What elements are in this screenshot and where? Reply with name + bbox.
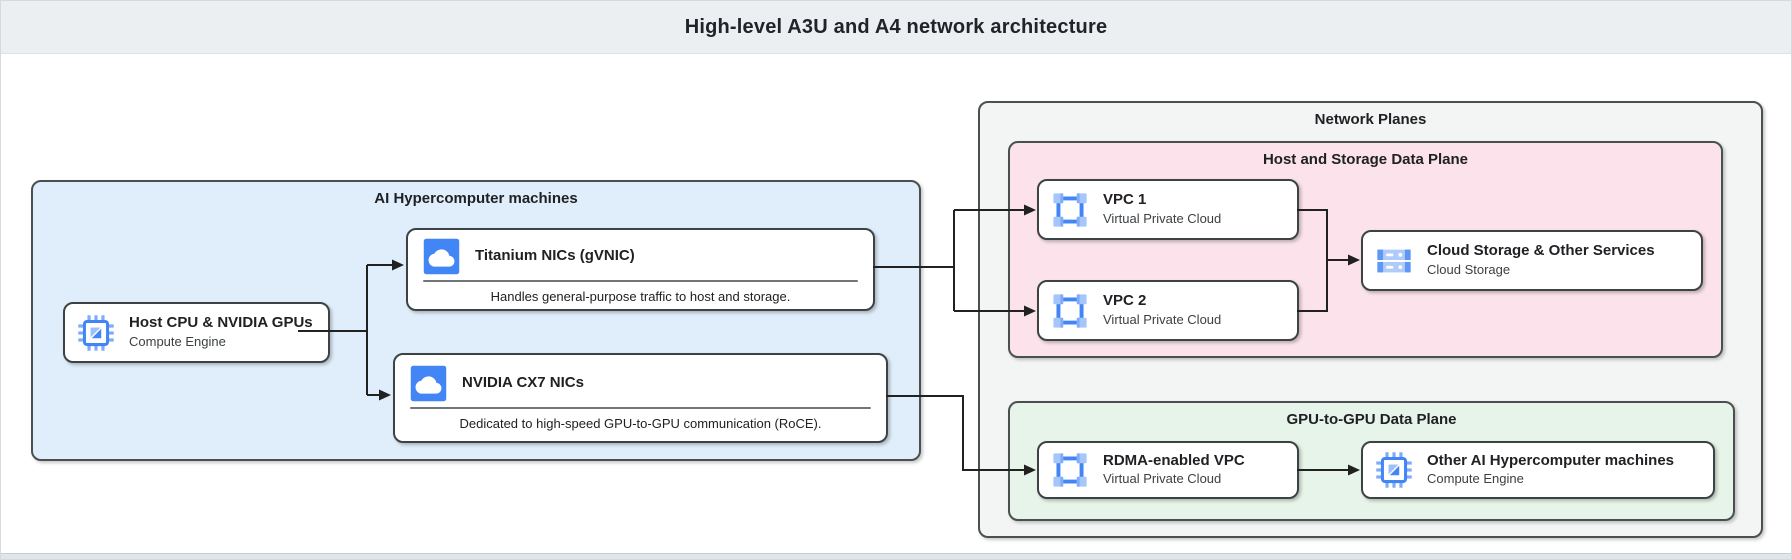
node-text: Other AI Hypercomputer machines Compute …	[1427, 452, 1674, 489]
container-host-storage-label: Host and Storage Data Plane	[1262, 151, 1469, 168]
vpc-icon	[1053, 192, 1087, 227]
node-title: VPC 1	[1103, 191, 1147, 209]
node-subtitle: Cloud Storage	[1427, 261, 1511, 277]
node-title: RDMA-enabled VPC	[1103, 451, 1245, 469]
compute-engine-icon	[1376, 452, 1412, 488]
footer-band	[1, 553, 1791, 559]
node-subtitle: Compute Engine	[1427, 471, 1524, 487]
container-host-storage-data-plane: Host and Storage Data Plane	[1008, 141, 1723, 358]
node-vpc-1: VPC 1 Virtual Private Cloud	[1037, 179, 1299, 240]
cloud-nic-icon	[410, 365, 447, 402]
container-gpu-to-gpu-data-plane: GPU-to-GPU Data Plane	[1008, 401, 1735, 521]
node-subtitle: Virtual Private Cloud	[1103, 311, 1222, 327]
vpc-icon	[1053, 293, 1087, 328]
divider	[410, 407, 871, 409]
node-description: Dedicated to high-speed GPU-to-GPU commu…	[459, 416, 822, 431]
node-title: Cloud Storage & Other Services	[1427, 242, 1655, 260]
divider	[423, 280, 858, 282]
node-other-ai-hypercomputer-machines: Other AI Hypercomputer machines Compute …	[1361, 441, 1715, 499]
node-nvidia-cx7-nics: NVIDIA CX7 NICs Dedicated to high-speed …	[393, 353, 888, 443]
container-ai-machines-label: AI Hypercomputer machines	[374, 190, 578, 207]
node-subtitle: Virtual Private Cloud	[1103, 471, 1222, 487]
vpc-icon	[1053, 453, 1087, 487]
node-description: Handles general-purpose traffic to host …	[490, 289, 791, 304]
node-text: Cloud Storage & Other Services Cloud Sto…	[1427, 242, 1655, 279]
node-text: RDMA-enabled VPC Virtual Private Cloud	[1103, 452, 1245, 489]
node-titanium-nics: Titanium NICs (gVNIC) Handles general-pu…	[406, 228, 875, 311]
nic-head: NVIDIA CX7 NICs	[395, 355, 886, 407]
container-ai-hypercomputer-machines: AI Hypercomputer machines Host CPU & NVI…	[31, 180, 921, 461]
nic-head: Titanium NICs (gVNIC)	[408, 230, 873, 280]
node-title: Titanium NICs (gVNIC)	[475, 247, 635, 265]
cloud-nic-icon	[423, 238, 460, 275]
node-title: Other AI Hypercomputer machines	[1427, 451, 1675, 469]
node-rdma-enabled-vpc: RDMA-enabled VPC Virtual Private Cloud	[1037, 441, 1299, 499]
node-text: Host CPU & NVIDIA GPUs Compute Engine	[129, 314, 313, 351]
node-title: NVIDIA CX7 NICs	[462, 374, 584, 392]
container-network-planes-label: Network Planes	[1314, 111, 1427, 128]
node-text: VPC 1 Virtual Private Cloud	[1103, 191, 1221, 228]
title-bar: High-level A3U and A4 network architectu…	[1, 1, 1791, 54]
container-network-planes: Network Planes Host and Storage Data Pla…	[978, 101, 1763, 538]
node-subtitle: Virtual Private Cloud	[1103, 210, 1222, 226]
container-gpu-plane-label: GPU-to-GPU Data Plane	[1286, 411, 1457, 428]
node-title: VPC 2	[1103, 292, 1147, 310]
node-subtitle: Compute Engine	[129, 333, 226, 349]
node-title: Host CPU & NVIDIA GPUs	[129, 314, 313, 332]
node-text: VPC 2 Virtual Private Cloud	[1103, 292, 1221, 329]
cloud-storage-icon	[1377, 249, 1411, 272]
diagram-title: High-level A3U and A4 network architectu…	[684, 15, 1108, 38]
node-vpc-2: VPC 2 Virtual Private Cloud	[1037, 280, 1299, 341]
node-cloud-storage-other-services: Cloud Storage & Other Services Cloud Sto…	[1361, 230, 1703, 291]
node-host-cpu-nvidia-gpus: Host CPU & NVIDIA GPUs Compute Engine	[63, 302, 330, 363]
compute-engine-icon	[78, 314, 114, 351]
